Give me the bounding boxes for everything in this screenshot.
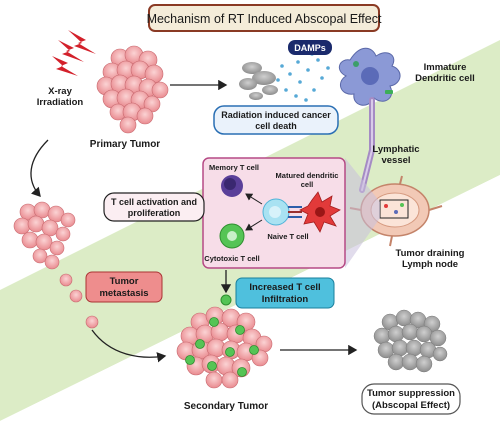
suppression-label-line1: Tumor suppression: [367, 388, 455, 399]
matured-dc-label-line2: cell: [301, 180, 314, 189]
matured-dendritic-cell-icon: [299, 191, 341, 233]
activation-box: [103, 192, 205, 222]
migrating-t-cell-icon: [220, 294, 232, 306]
suppressed-tumor-icon: [373, 309, 448, 373]
metastasis-box: [85, 271, 163, 303]
lightning-icon: [52, 30, 96, 76]
immature-dc-label-line2: Dendritic cell: [415, 73, 475, 84]
secondary-tumor-label: Secondary Tumor: [184, 401, 268, 412]
cell-death-label-line1: Radiation induced cancer: [221, 110, 331, 120]
suppression-box: [361, 383, 461, 415]
infiltrating-t-cells: [185, 317, 259, 377]
xray-label-line1: X-ray: [48, 86, 72, 97]
cell-death-label-line2: cell death: [255, 121, 297, 131]
lymphatic-label-line2: vessel: [381, 155, 410, 166]
metastasis-path-arrow: [91, 329, 167, 363]
cytotoxic-t-cell-icon: [219, 223, 245, 249]
naive-t-label: Naive T cell: [267, 232, 308, 241]
synapse-receptors: [288, 206, 302, 218]
damps-badge: [288, 40, 332, 55]
damps-particles: [276, 52, 330, 102]
primary-tumor-icon: [96, 45, 169, 134]
naive-t-cell-icon: [262, 198, 290, 226]
title-box: [148, 4, 380, 32]
lymph-node-label-line2: Lymph node: [402, 259, 458, 270]
arrow-to-metastasis: [30, 139, 49, 197]
cell-death-box: [213, 105, 339, 135]
damps-label: DAMPs: [294, 43, 326, 53]
immature-dc-label-line1: Immature: [424, 62, 467, 73]
xray-label-line2: Irradiation: [37, 97, 84, 108]
infiltration-label-line1: Increased T cell: [249, 282, 320, 293]
primary-tumor-label: Primary Tumor: [90, 139, 160, 150]
debris-icon: [239, 62, 278, 100]
activation-label-line2: proliferation: [128, 208, 181, 218]
dendritic-cell-icon: [338, 47, 401, 106]
lymphatic-label-line1: Lymphatic: [372, 144, 419, 155]
lymph-node-icon: [349, 175, 443, 247]
lymph-node-label-line1: Tumor draining: [396, 248, 465, 259]
metastasis-label-line1: Tumor: [110, 276, 139, 287]
zoom-cone: [345, 158, 380, 268]
activation-label-line1: T cell activation and: [111, 197, 197, 207]
secondary-tumor-icon: [176, 306, 273, 389]
diagram-title: Mechanism of RT Induced Abscopal Effect: [147, 12, 382, 26]
infiltration-label-line2: Infiltration: [262, 294, 309, 305]
cytotoxic-t-label: Cytotoxic T cell: [204, 254, 259, 263]
matured-dc-label-line1: Matured dendritic: [276, 171, 339, 180]
infiltration-box: [235, 277, 335, 309]
suppression-label-line2: (Abscopal Effect): [372, 400, 450, 411]
memory-t-cell-icon: [221, 175, 243, 197]
metastasis-label-line2: metastasis: [99, 288, 148, 299]
panel-arrows: [245, 193, 263, 231]
memory-t-label: Memory T cell: [209, 163, 259, 172]
metastatic-tumor-icon: [13, 201, 99, 329]
